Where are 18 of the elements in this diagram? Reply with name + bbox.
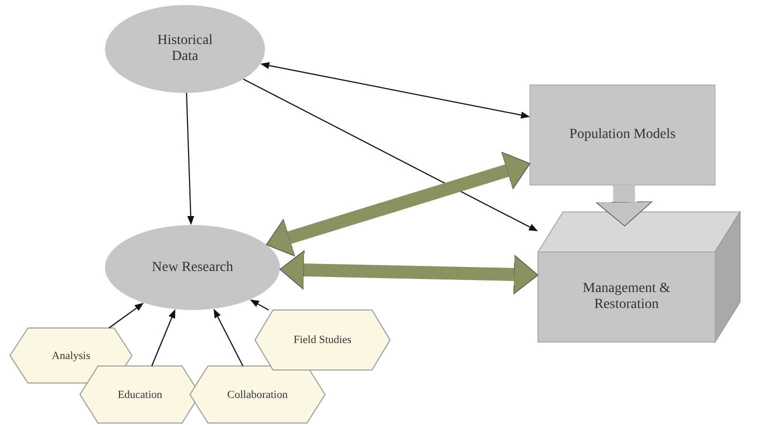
block-arrow xyxy=(266,152,530,257)
node-label: Analysis xyxy=(52,350,90,362)
node-label: New Research xyxy=(152,260,234,276)
node-label: Population Models xyxy=(569,127,676,143)
node-label: Education xyxy=(118,388,162,400)
arrow xyxy=(243,78,538,232)
node-label: Field Studies xyxy=(294,334,352,346)
arrow xyxy=(108,302,144,328)
block-arrow xyxy=(596,184,653,226)
arrow xyxy=(151,309,176,366)
node-label: Management & Restoration xyxy=(582,281,672,313)
arrow xyxy=(214,308,244,366)
block-arrow xyxy=(280,250,538,294)
node-label: Historical Data xyxy=(156,33,214,65)
arrow xyxy=(186,92,194,225)
arrow xyxy=(260,62,530,119)
node-label: Collaboration xyxy=(227,388,288,400)
arrow xyxy=(250,300,269,310)
